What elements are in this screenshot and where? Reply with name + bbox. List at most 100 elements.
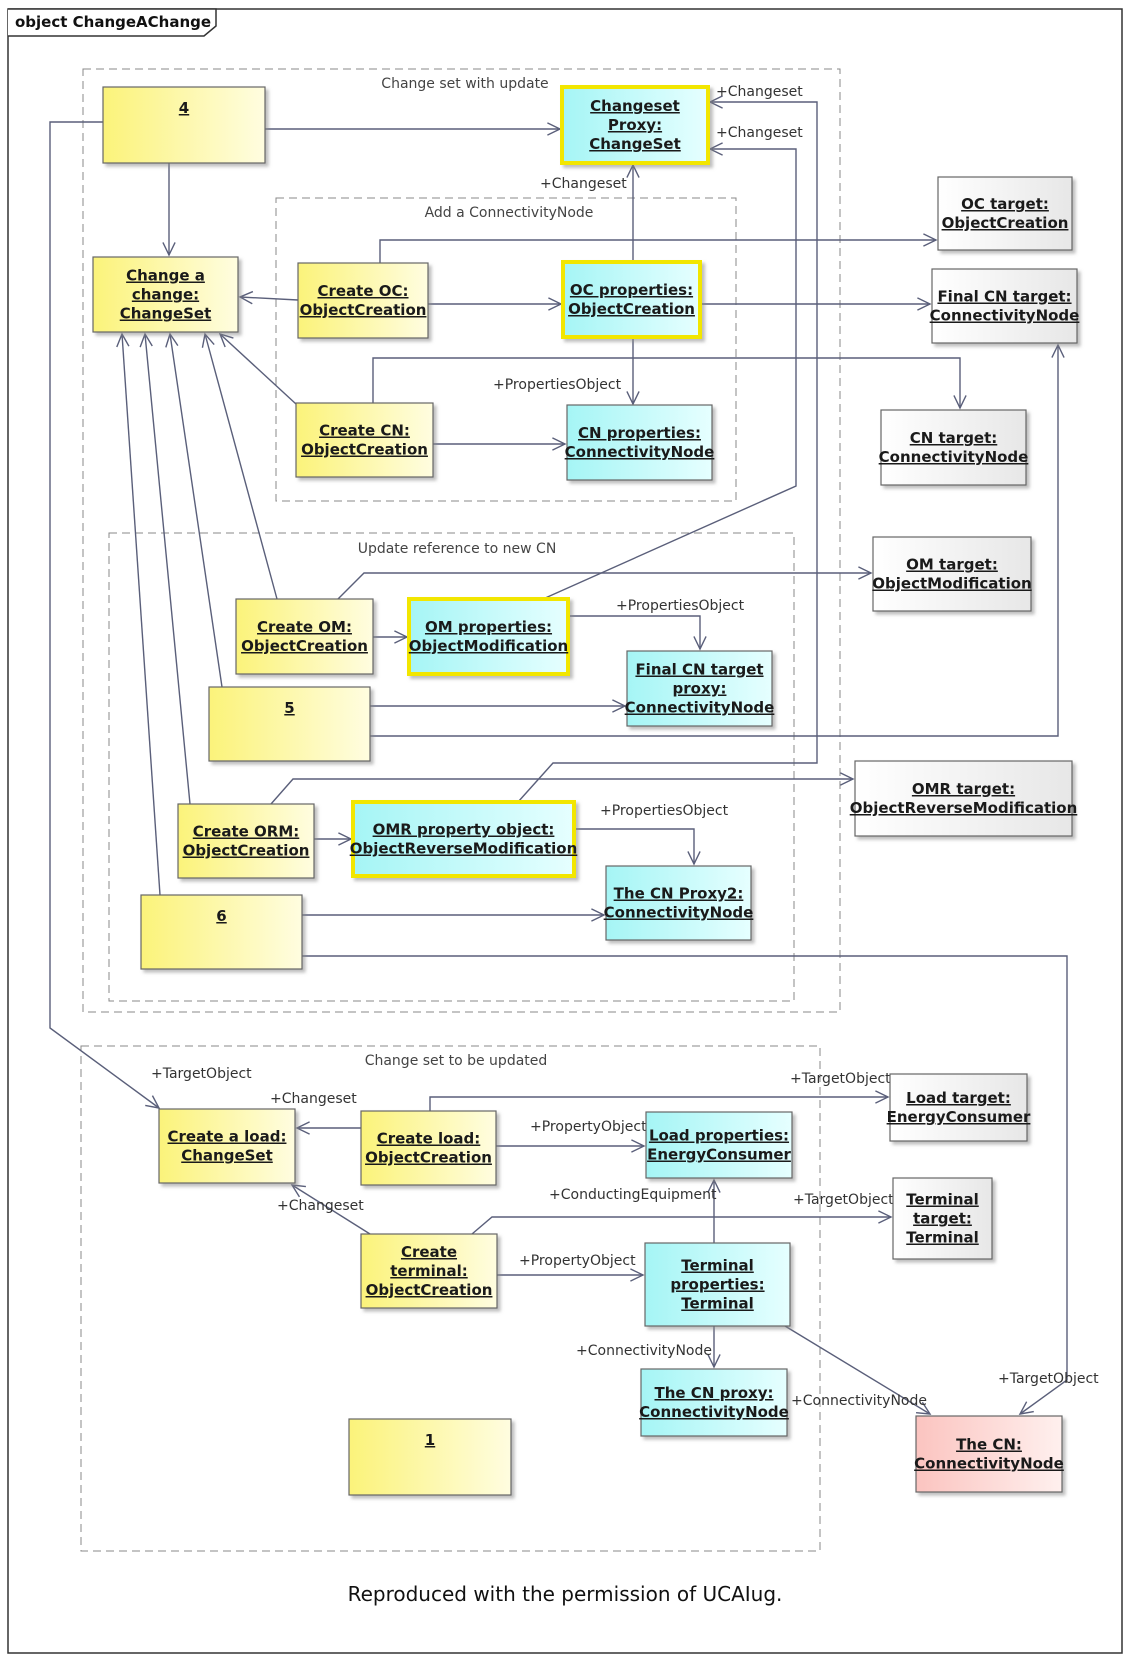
node-box xyxy=(560,85,710,165)
node-label: The CN Proxy2: xyxy=(614,885,744,903)
node-label: ObjectCreation xyxy=(942,214,1069,232)
edge-label: +ConnectivityNode xyxy=(576,1343,712,1359)
node-omr-target: OMR target:ObjectReverseModification xyxy=(850,760,1078,837)
node-label: Create OC: xyxy=(317,282,408,300)
arrow-head xyxy=(858,566,873,580)
node-box xyxy=(640,1368,788,1437)
connector-line xyxy=(379,239,936,263)
node-label: OC target: xyxy=(961,195,1049,213)
node-label: ConnectivityNode xyxy=(914,1455,1064,1473)
arrow-head xyxy=(552,437,567,451)
node-box xyxy=(102,86,266,164)
node-box xyxy=(892,1177,993,1260)
node-box xyxy=(854,760,1073,837)
node-cn-target: CN target:ConnectivityNode xyxy=(879,409,1028,486)
arrow-head xyxy=(1018,1401,1034,1415)
arrow-head xyxy=(707,1354,721,1369)
node-label: Changeset xyxy=(590,97,680,115)
connector-line xyxy=(219,333,297,405)
node-label: Terminal xyxy=(681,1257,754,1275)
edge-label: +Changeset xyxy=(716,84,803,100)
edge-label: +Changeset xyxy=(277,1198,364,1214)
connector-line xyxy=(204,333,278,600)
node-box xyxy=(208,686,371,762)
node-label: ObjectCreation xyxy=(568,300,695,318)
node-label: 5 xyxy=(284,699,294,717)
arrow-head xyxy=(1051,343,1065,358)
node-omr-property: OMR property object:ObjectReverseModific… xyxy=(350,800,577,878)
connector-line xyxy=(49,121,160,1109)
group-update-reference-to-new-cn: Update reference to new CN xyxy=(108,532,795,1002)
node-label: Create a load: xyxy=(168,1128,287,1146)
node-label: OM target: xyxy=(906,556,998,574)
connector-line xyxy=(370,345,1059,737)
node-the-cn: The CN:ConnectivityNode xyxy=(914,1415,1064,1493)
arrow-head xyxy=(612,699,627,713)
edge-label: +PropertiesObject xyxy=(600,803,729,819)
node-box xyxy=(880,409,1027,486)
node-label: ConnectivityNode xyxy=(565,443,715,461)
arrow-head xyxy=(630,1268,645,1282)
arrow-head xyxy=(953,395,967,410)
node-label: 4 xyxy=(179,99,189,117)
diagram-frame xyxy=(7,8,1123,1654)
node-box xyxy=(626,650,773,727)
connector-line xyxy=(568,615,701,649)
node-label: Final CN target xyxy=(635,661,763,679)
node-label: Load target: xyxy=(906,1089,1011,1107)
connector-line xyxy=(429,1096,888,1111)
node-label: OC properties: xyxy=(570,281,693,299)
node-box xyxy=(158,1108,296,1184)
node-label: Terminal xyxy=(906,1229,979,1247)
node-box xyxy=(605,865,752,941)
node-label: ObjectCreation xyxy=(183,842,310,860)
node-om-properties: OM properties:ObjectModification xyxy=(407,597,570,676)
node-label: Create CN: xyxy=(319,422,410,440)
arrow-head xyxy=(875,1090,890,1104)
node-label: Terminal xyxy=(681,1295,754,1313)
node-box xyxy=(92,256,239,333)
node-label: ObjectReverseModification xyxy=(850,799,1078,817)
node-box xyxy=(407,597,570,676)
node-label: ObjectCreation xyxy=(301,441,428,459)
node-label: Terminal xyxy=(906,1191,979,1209)
connector-line xyxy=(784,1325,931,1415)
node-label: OMR target: xyxy=(912,780,1015,798)
edge-label: +Changeset xyxy=(270,1091,357,1107)
node-label: proxy: xyxy=(673,680,727,698)
node-box xyxy=(360,1233,498,1309)
connector-line xyxy=(372,357,961,408)
node-box xyxy=(566,404,713,481)
group-change-set-with-update: Change set with update xyxy=(82,68,841,1013)
node-create-load: Create load:ObjectCreation xyxy=(360,1110,497,1186)
node-box xyxy=(561,260,702,339)
node-label: CN properties: xyxy=(578,424,701,442)
edge-label: +ConnectivityNode xyxy=(791,1393,927,1409)
connector-line xyxy=(337,572,871,600)
node-load-target: Load target:EnergyConsumer xyxy=(887,1073,1031,1142)
node-final-cn-target: Final CN target:ConnectivityNode xyxy=(930,268,1079,344)
arrow-head xyxy=(139,332,153,348)
group-label: Update reference to new CN xyxy=(358,541,557,557)
edge-label: +TargetObject xyxy=(998,1371,1099,1387)
connector-line xyxy=(302,955,1068,1415)
edge-label: +PropertyObject xyxy=(530,1119,647,1135)
arrow-head xyxy=(145,1095,161,1109)
node-n5: 5 xyxy=(208,686,371,762)
node-label: Create load: xyxy=(377,1130,481,1148)
node-box xyxy=(360,1110,497,1186)
node-om-target: OM target:ObjectModification xyxy=(872,536,1032,612)
frame-title-tab xyxy=(8,8,217,37)
edge-label: +PropertyObject xyxy=(519,1253,636,1269)
group-label: Change set to be updated xyxy=(365,1053,548,1069)
node-create-cn: Create CN:ObjectCreation xyxy=(295,402,434,478)
group-change-set-to-be-updated: Change set to be updated xyxy=(80,1045,821,1552)
node-label: ObjectCreation xyxy=(241,637,368,655)
edge-label: +ConductingEquipment xyxy=(549,1187,717,1203)
node-label: change: xyxy=(132,286,199,304)
